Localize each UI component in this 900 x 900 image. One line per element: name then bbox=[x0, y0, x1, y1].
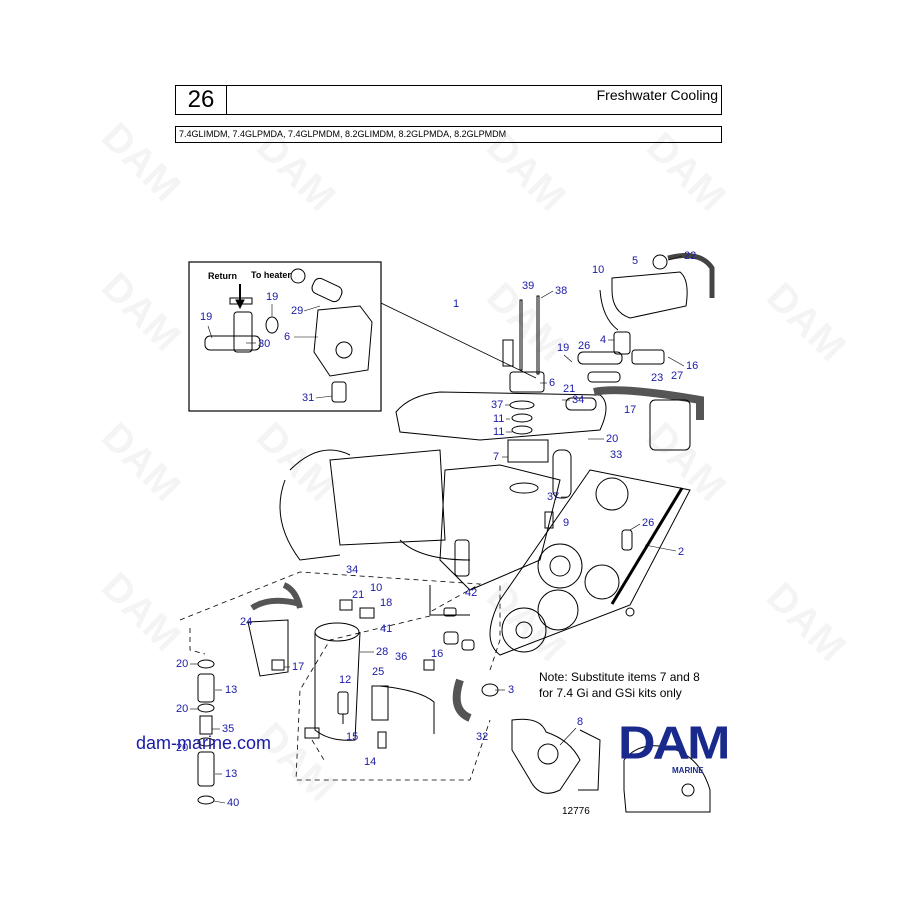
callout-26b: 26 bbox=[642, 517, 654, 529]
engine-block bbox=[279, 391, 607, 616]
callout-15: 15 bbox=[346, 731, 358, 743]
callout-4: 4 bbox=[600, 334, 606, 346]
callout-21b: 21 bbox=[352, 589, 364, 601]
website-link[interactable]: dam-marine.com bbox=[136, 733, 272, 753]
section-number: 26 bbox=[176, 86, 227, 114]
callout-33: 33 bbox=[610, 449, 622, 461]
callout-11b: 11 bbox=[493, 426, 504, 438]
heat-exchanger bbox=[247, 582, 499, 749]
callout-36: 36 bbox=[395, 651, 407, 663]
diagram-note: Note: Substitute items 7 and 8 for 7.4 G… bbox=[539, 669, 700, 701]
callout-22: 22 bbox=[684, 250, 696, 262]
hose-stack bbox=[197, 659, 215, 805]
expansion-tank bbox=[565, 253, 715, 451]
callout-13a: 13 bbox=[225, 684, 237, 696]
callout-7: 7 bbox=[493, 451, 499, 463]
callout-26a: 26 bbox=[578, 340, 590, 352]
callout-17b: 17 bbox=[292, 661, 304, 673]
note-line-1: Note: Substitute items 7 and 8 bbox=[539, 670, 700, 684]
section-title: Freshwater Cooling bbox=[596, 87, 718, 103]
callout-28: 28 bbox=[376, 646, 388, 658]
callout-19a: 19 bbox=[557, 342, 569, 354]
models-bar: 7.4GLIMDM, 7.4GLPMDA, 7.4GLPMDM, 8.2GLIM… bbox=[175, 126, 722, 143]
callout-16b: 16 bbox=[431, 648, 443, 660]
crossover-pipe bbox=[511, 718, 711, 813]
callout-6: 6 bbox=[549, 377, 555, 389]
note-line-2: for 7.4 Gi and GSi kits only bbox=[539, 686, 682, 700]
callout-38: 38 bbox=[555, 285, 567, 297]
callout-31: 31 bbox=[302, 392, 314, 404]
callout-24: 24 bbox=[240, 616, 252, 628]
brand-logo: DAM bbox=[618, 716, 730, 770]
callout-18: 18 bbox=[380, 597, 392, 609]
inset-return-label: Return bbox=[208, 271, 237, 281]
callout-30: 30 bbox=[258, 338, 270, 350]
callout-41: 41 bbox=[380, 623, 392, 635]
callout-10: 10 bbox=[592, 264, 604, 276]
callout-39: 39 bbox=[522, 280, 534, 292]
callout-9: 9 bbox=[563, 517, 569, 529]
inset-to-heater-label: To heater bbox=[251, 270, 291, 280]
header-box: 26 Freshwater Cooling bbox=[175, 85, 722, 115]
callout-20b: 20 bbox=[176, 658, 188, 670]
callout-34a: 34 bbox=[572, 394, 584, 406]
callout-19b: 19 bbox=[200, 311, 212, 323]
drawing-number: 12776 bbox=[562, 806, 590, 817]
thermostat-housing bbox=[502, 295, 572, 529]
callout-6-inset: 6 bbox=[284, 331, 290, 343]
callout-11a: 11 bbox=[493, 413, 504, 425]
callout-12: 12 bbox=[339, 674, 351, 686]
callout-1: 1 bbox=[453, 298, 459, 310]
callout-10b: 10 bbox=[370, 582, 382, 594]
callout-35: 35 bbox=[222, 723, 234, 735]
callout-17a: 17 bbox=[624, 404, 636, 416]
callout-21a: 21 bbox=[563, 383, 575, 395]
callout-5: 5 bbox=[632, 255, 638, 267]
callout-19c: 19 bbox=[266, 291, 278, 303]
callout-32: 32 bbox=[476, 731, 488, 743]
callout-27: 27 bbox=[671, 370, 683, 382]
leader-lines bbox=[179, 571, 501, 781]
callout-labels: 1 2 3 4 5 6 6 7 8 9 10 10 11 11 12 13 13… bbox=[176, 250, 698, 809]
callout-20d: 20 bbox=[176, 742, 188, 754]
callout-29: 29 bbox=[291, 305, 303, 317]
callout-42: 42 bbox=[465, 587, 477, 599]
callout-13b: 13 bbox=[225, 768, 237, 780]
callout-16a: 16 bbox=[686, 360, 698, 372]
callout-14: 14 bbox=[364, 756, 376, 768]
callout-8: 8 bbox=[577, 716, 583, 728]
callout-40: 40 bbox=[227, 797, 239, 809]
callout-37a: 37 bbox=[491, 399, 503, 411]
callout-23: 23 bbox=[651, 372, 663, 384]
callout-37b: 37 bbox=[547, 491, 559, 503]
belt-drive bbox=[489, 469, 691, 656]
callout-34b: 34 bbox=[346, 564, 358, 576]
callout-2: 2 bbox=[678, 546, 684, 558]
callout-3: 3 bbox=[508, 684, 514, 696]
callout-25: 25 bbox=[372, 666, 384, 678]
brand-logo-sub: MARINE bbox=[672, 766, 704, 775]
callout-20c: 20 bbox=[176, 703, 188, 715]
inset-detail bbox=[188, 261, 537, 412]
callout-20a: 20 bbox=[606, 433, 618, 445]
